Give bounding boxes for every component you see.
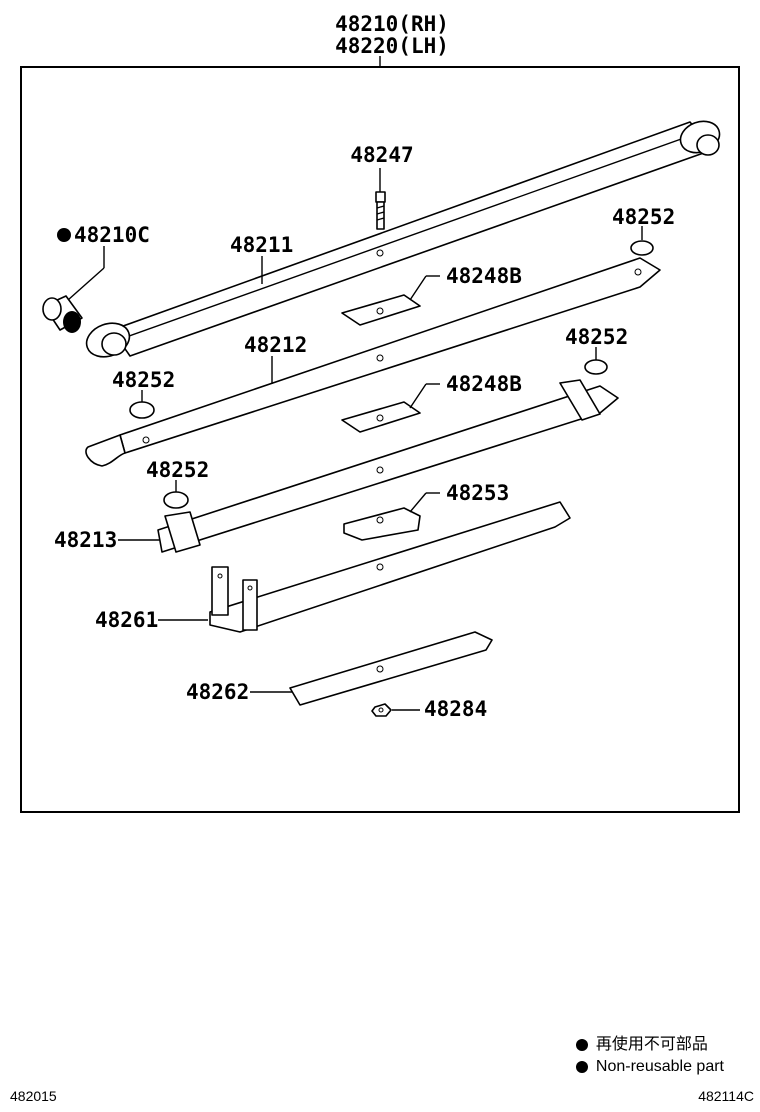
- legend-row-jp: 再使用不可部品: [575, 1034, 724, 1056]
- label-48262: 48262: [186, 680, 249, 704]
- label-48212: 48212: [244, 333, 307, 357]
- label-48247: 48247: [350, 143, 413, 167]
- label-48248b-lower: 48248B: [446, 372, 522, 396]
- legend-text-jp: 再使用不可部品: [595, 1036, 708, 1053]
- diagram-frame: [20, 66, 740, 813]
- footer-code-right: 482114C: [698, 1088, 754, 1104]
- leader-lines: [67, 168, 643, 711]
- label-48252-lower-left: 48252: [146, 458, 209, 482]
- label-48211: 48211: [230, 233, 293, 257]
- legend-row-en: Non-reusable part: [575, 1056, 724, 1078]
- non-reusable-dot: [57, 228, 71, 242]
- pad-48252-top-right: [630, 240, 654, 256]
- assembly-number-rh: 48210(RH): [335, 12, 449, 36]
- spacer-48253: [343, 507, 421, 541]
- label-48284: 48284: [424, 697, 487, 721]
- label-48252-mid-right: 48252: [565, 325, 628, 349]
- legend-dot-icon: [575, 1061, 588, 1073]
- legend: 再使用不可部品 Non-reusable part: [575, 1034, 724, 1078]
- bushing-48210c: [42, 295, 83, 333]
- label-48252-top-right: 48252: [612, 205, 675, 229]
- plate-48248b-upper: [341, 294, 421, 326]
- plate-48248b-lower: [341, 401, 421, 433]
- label-48213: 48213: [54, 528, 117, 552]
- pad-48252-left: [129, 401, 155, 419]
- footer-code-left: 482015: [10, 1088, 57, 1104]
- label-48248b-upper: 48248B: [446, 264, 522, 288]
- label-48261: 48261: [95, 608, 158, 632]
- center-bolt-48247: [375, 191, 386, 230]
- label-48253: 48253: [446, 481, 509, 505]
- label-48252-left: 48252: [112, 368, 175, 392]
- nut-48284: [371, 703, 392, 717]
- assembly-number-lh: 48220(LH): [335, 34, 449, 58]
- leaf-48262: [289, 631, 493, 706]
- main-leaf-48211: [85, 120, 721, 358]
- legend-dot-icon: [575, 1039, 588, 1051]
- legend-text-en: Non-reusable part: [595, 1058, 724, 1075]
- leaf-48261: [209, 501, 571, 633]
- pad-48252-mid-right: [584, 359, 608, 375]
- leaf-48213: [157, 379, 619, 553]
- pad-48252-lower-left: [163, 491, 189, 509]
- label-48210c: 48210C: [74, 223, 150, 247]
- leaf-48212: [85, 257, 661, 467]
